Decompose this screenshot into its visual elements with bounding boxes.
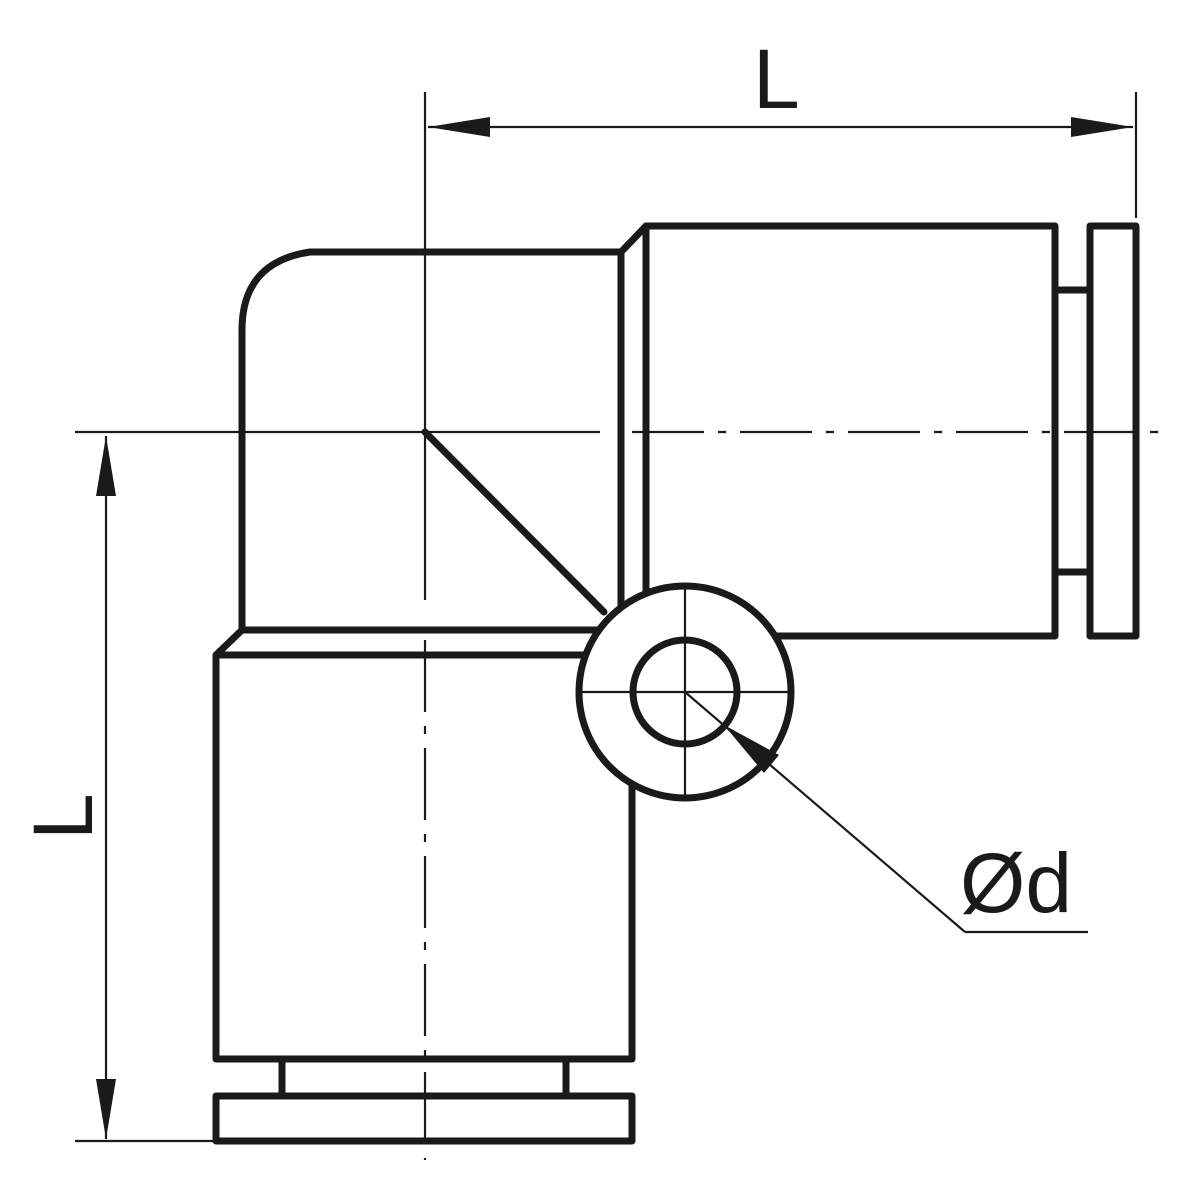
vertical-dimension-arrow-bottom	[96, 1079, 116, 1139]
elbow-mitre-line	[421, 428, 608, 616]
diameter-leader-arrow	[724, 725, 779, 773]
vertical-length-label: L	[16, 793, 110, 840]
horizontal-dimension-arrow-left	[428, 117, 490, 137]
diameter-label: Ød	[960, 836, 1072, 930]
vertical-length-dimension: L	[16, 436, 214, 1143]
diameter-leader: Ød	[684, 691, 1088, 934]
vertical-dimension-arrow-top	[96, 436, 116, 496]
horizontal-length-dimension: L	[428, 32, 1138, 218]
horizontal-dimension-arrow-right	[1071, 117, 1133, 137]
horizontal-length-label: L	[753, 32, 800, 126]
